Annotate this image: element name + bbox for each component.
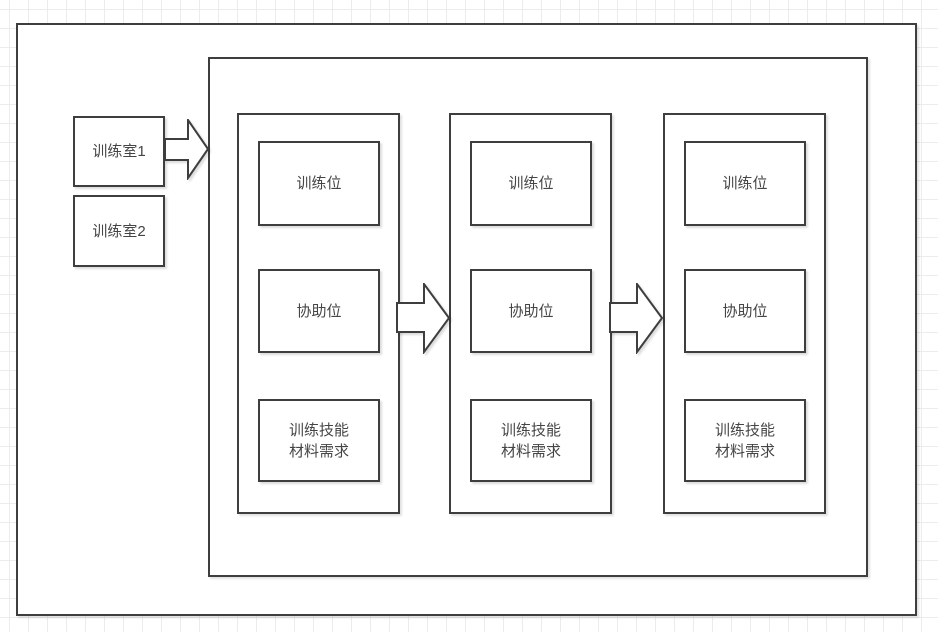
- node-training-slot[interactable]: 训练位: [684, 141, 806, 226]
- node-assist-slot[interactable]: 协助位: [684, 269, 806, 353]
- node-material-requirement[interactable]: 训练技能 材料需求: [684, 399, 806, 482]
- node-label: 训练室2: [92, 222, 146, 240]
- stage-group-1[interactable]: 训练位 协助位 训练技能 材料需求: [237, 113, 400, 514]
- node-material-requirement[interactable]: 训练技能 材料需求: [470, 399, 592, 482]
- node-training-slot[interactable]: 训练位: [258, 141, 380, 226]
- node-training-slot[interactable]: 训练位: [470, 141, 592, 226]
- node-label: 训练技能 材料需求: [714, 421, 775, 460]
- stage-group-3[interactable]: 训练位 协助位 训练技能 材料需求: [663, 113, 826, 514]
- stage-group-2[interactable]: 训练位 协助位 训练技能 材料需求: [449, 113, 612, 514]
- node-training-room-1[interactable]: 训练室1: [73, 116, 165, 187]
- node-label: 训练位: [722, 175, 768, 192]
- block-arrow-right-icon[interactable]: [396, 283, 451, 354]
- node-label: 协助位: [722, 302, 768, 320]
- node-training-room-2[interactable]: 训练室2: [73, 195, 165, 267]
- node-label: 训练技能 材料需求: [288, 421, 349, 460]
- node-material-requirement[interactable]: 训练技能 材料需求: [258, 399, 380, 482]
- block-arrow-right-icon[interactable]: [609, 283, 664, 354]
- block-arrow-right-icon[interactable]: [164, 119, 210, 180]
- node-label: 协助位: [508, 302, 554, 320]
- node-label: 训练技能 材料需求: [500, 421, 561, 460]
- node-label: 训练位: [508, 175, 554, 192]
- node-label: 训练位: [296, 175, 342, 192]
- node-assist-slot[interactable]: 协助位: [258, 269, 380, 353]
- node-label: 训练室1: [92, 143, 146, 160]
- node-label: 协助位: [296, 302, 342, 320]
- node-assist-slot[interactable]: 协助位: [470, 269, 592, 353]
